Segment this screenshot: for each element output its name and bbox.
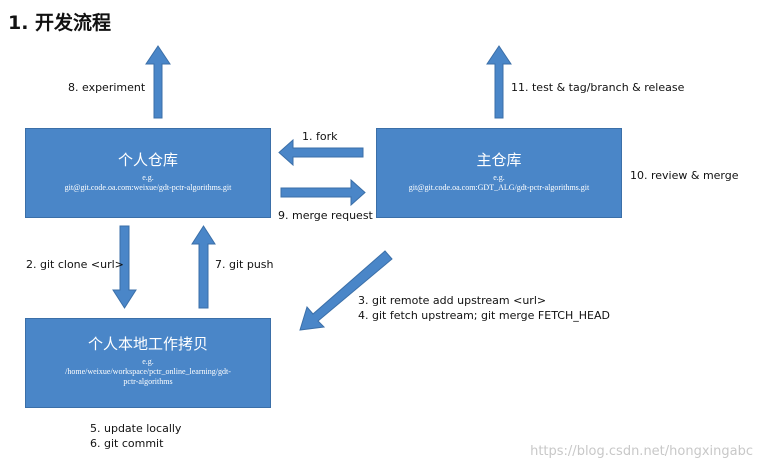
label-remote-add: 3. git remote add upstream <url> xyxy=(358,294,547,307)
arrow-release xyxy=(486,45,512,119)
main-repo-url: git@git.code.oa.com:GDT_ALG/gdt-pctr-alg… xyxy=(408,183,590,192)
main-repo-box: 主仓库 e.g. git@git.code.oa.com:GDT_ALG/gdt… xyxy=(376,128,622,218)
label-experiment: 8. experiment xyxy=(68,81,146,94)
arrow-fork xyxy=(278,138,364,167)
label-git-push: 7. git push xyxy=(215,258,274,271)
page-title: 1. 开发流程 xyxy=(8,12,112,34)
label-fork: 1. fork xyxy=(302,130,338,143)
main-repo-title: 主仓库 xyxy=(476,151,522,169)
label-update-locally: 5. update locally xyxy=(90,422,182,435)
label-git-clone: 2. git clone <url> xyxy=(26,258,124,271)
arrow-upstream xyxy=(299,250,393,331)
arrow-git-clone xyxy=(112,225,137,309)
label-git-commit: 6. git commit xyxy=(90,437,164,450)
arrow-git-push xyxy=(191,225,216,309)
arrow-merge-request xyxy=(280,178,366,207)
label-review-merge: 10. review & merge xyxy=(630,169,739,182)
personal-repo-box: 个人仓库 e.g. git@git.code.oa.com:weixue/gdt… xyxy=(25,128,271,218)
label-fetch-merge: 4. git fetch upstream; git merge FETCH_H… xyxy=(358,309,610,322)
main-repo-eg: e.g. xyxy=(493,173,505,182)
local-copy-title: 个人本地工作拷贝 xyxy=(87,335,208,353)
label-merge-request: 9. merge request xyxy=(278,209,373,222)
personal-repo-url: git@git.code.oa.com:weixue/gdt-pctr-algo… xyxy=(64,183,232,192)
local-copy-path: /home/weixue/workspace/pctr_online_learn… xyxy=(65,367,231,386)
arrow-experiment xyxy=(145,45,171,119)
local-copy-box: 个人本地工作拷贝 e.g. /home/weixue/workspace/pct… xyxy=(25,318,271,408)
watermark: https://blog.csdn.net/hongxingabc xyxy=(530,444,753,459)
label-test-release: 11. test & tag/branch & release xyxy=(511,81,685,94)
personal-repo-title: 个人仓库 xyxy=(117,151,178,169)
local-copy-eg: e.g. xyxy=(142,357,154,366)
personal-repo-eg: e.g. xyxy=(142,173,154,182)
